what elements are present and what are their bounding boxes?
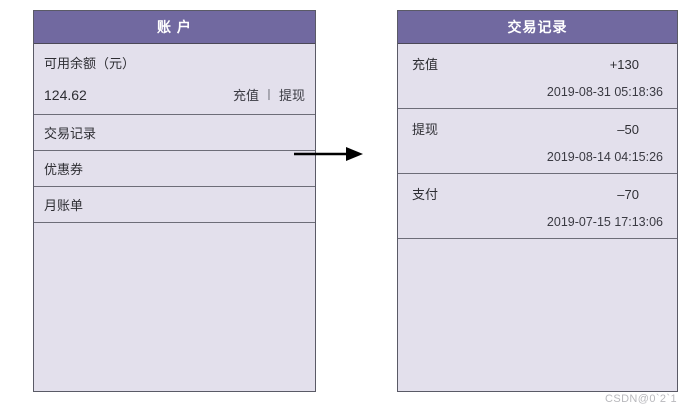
transaction-timestamp: 2019-08-14 04:15:26 [546, 150, 663, 164]
available-balance-label: 可用余额（元） [44, 56, 136, 71]
available-balance-section: 可用余额（元） 124.62 充值 丨 提现 [34, 44, 315, 115]
menu-item-label: 交易记录 [44, 126, 97, 141]
watermark: CSDN@0`2`1 [604, 393, 677, 405]
transaction-type: 提现 [412, 122, 439, 137]
sidebar-item-coupons[interactable]: 优惠券 [34, 151, 315, 187]
transaction-timestamp: 2019-08-31 05:18:36 [546, 85, 663, 99]
account-screen-body: 可用余额（元） 124.62 充值 丨 提现 交易记录 优惠券 月账单 [34, 44, 315, 391]
transaction-amount: +130 [609, 57, 639, 72]
transaction-amount: –70 [617, 187, 639, 202]
available-balance-row: 124.62 充值 丨 提现 [44, 85, 305, 104]
transaction-timestamp: 2019-07-15 17:13:06 [546, 215, 663, 229]
transaction-screen-body: 充值 +130 2019-08-31 05:18:36 提现 –50 2019-… [398, 44, 677, 391]
transaction-type: 充值 [412, 57, 439, 72]
transaction-summary: 提现 –50 [412, 119, 663, 138]
arrow-right-icon [294, 147, 363, 161]
account-screen-mockup: 账 户 可用余额（元） 124.62 充值 丨 提现 交易记录 优惠券 [33, 10, 316, 392]
recharge-button[interactable]: 充值 [232, 88, 259, 103]
transaction-screen-title: 交易记录 [398, 11, 677, 44]
account-screen-title: 账 户 [34, 11, 315, 44]
action-separator: 丨 [262, 88, 275, 102]
account-screen-empty-area [34, 223, 315, 391]
sidebar-item-monthly-bill[interactable]: 月账单 [34, 187, 315, 223]
transaction-row[interactable]: 充值 +130 2019-08-31 05:18:36 [398, 44, 677, 109]
transaction-row[interactable]: 提现 –50 2019-08-14 04:15:26 [398, 109, 677, 174]
transaction-screen-mockup: 交易记录 充值 +130 2019-08-31 05:18:36 提现 –50 … [397, 10, 678, 392]
transaction-type: 支付 [412, 187, 439, 202]
menu-item-label: 月账单 [44, 198, 84, 213]
balance-actions: 充值 丨 提现 [233, 85, 305, 104]
transaction-summary: 支付 –70 [412, 184, 663, 203]
transaction-row[interactable]: 支付 –70 2019-07-15 17:13:06 [398, 174, 677, 239]
transaction-amount: –50 [617, 122, 639, 137]
withdraw-button[interactable]: 提现 [278, 88, 305, 103]
menu-item-label: 优惠券 [44, 162, 84, 177]
flow-arrow-right [294, 145, 364, 163]
transaction-screen-empty-area [398, 239, 677, 391]
sidebar-item-transaction-records[interactable]: 交易记录 [34, 115, 315, 151]
transaction-summary: 充值 +130 [412, 54, 663, 73]
available-balance-value: 124.62 [44, 87, 87, 103]
